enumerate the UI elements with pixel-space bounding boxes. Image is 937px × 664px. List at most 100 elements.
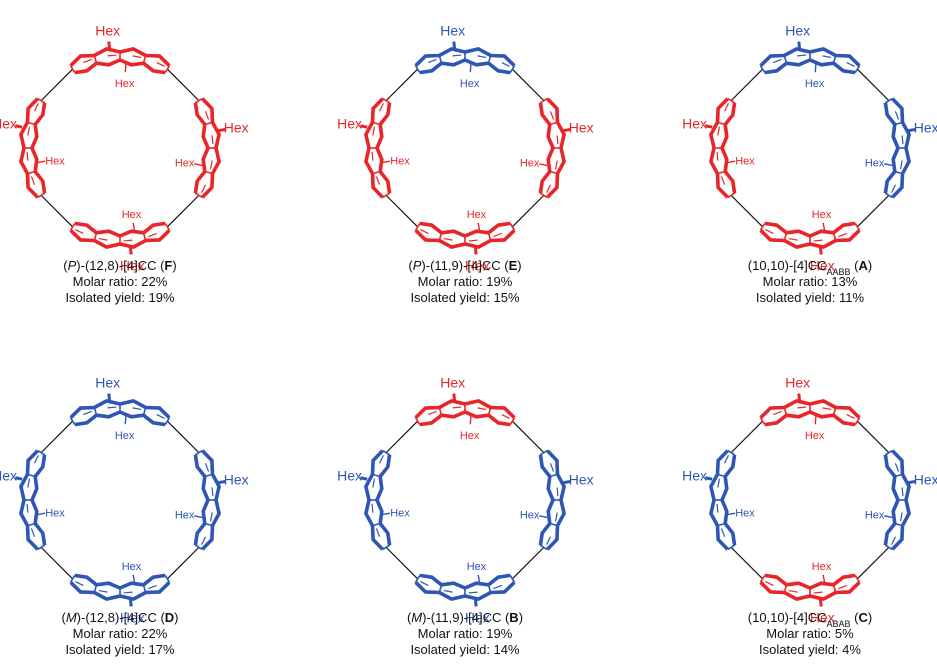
- hex-label: Hex: [682, 116, 707, 132]
- double-bond: [846, 414, 855, 419]
- double-bond: [201, 536, 206, 545]
- double-bond: [123, 239, 133, 242]
- compound-code: A: [858, 258, 868, 273]
- ring-bond: [540, 449, 548, 456]
- linker-bond: [856, 68, 890, 102]
- double-bond: [452, 406, 462, 409]
- ring-bond: [37, 192, 45, 199]
- molar-ratio: Molar ratio: 5%: [766, 626, 854, 641]
- double-bond: [554, 160, 558, 170]
- ring-bond: [27, 121, 36, 126]
- hex-bond: [132, 574, 136, 583]
- hex-bond: [469, 416, 472, 425]
- double-bond: [716, 151, 719, 161]
- hex-label: Hex: [175, 510, 195, 522]
- ring-bond: [854, 575, 861, 583]
- double-bond: [477, 55, 487, 59]
- inner-ring-edge: [764, 573, 856, 590]
- double-bond: [132, 55, 142, 59]
- molecule-E: HexHexHexHexHexHexHexHex(P)-(11,9)-[4]CC…: [337, 23, 594, 305]
- inner-ring-edge: [419, 410, 511, 427]
- chirality-descriptor: P: [413, 258, 422, 273]
- double-bond: [901, 487, 904, 497]
- hex-label: Hex: [0, 468, 17, 484]
- double-bond: [554, 512, 558, 522]
- hex-bond: [818, 247, 823, 255]
- ring-bond: [717, 170, 726, 175]
- compound-name: (10,10)-[4]CCAABB (A): [748, 258, 872, 277]
- hex-label: Hex: [175, 158, 195, 170]
- ring-bond: [382, 544, 390, 551]
- double-bond: [379, 455, 384, 464]
- hex-label: Hex: [337, 116, 362, 132]
- hex-bond: [908, 479, 916, 485]
- inner-ring-edge: [74, 410, 166, 427]
- linker-bond: [40, 546, 74, 580]
- inner-ring-edge: [74, 573, 166, 590]
- double-bond: [428, 58, 437, 64]
- hex-bond: [884, 163, 893, 167]
- hex-bond: [705, 124, 713, 129]
- ring-bond: [142, 584, 147, 593]
- double-bond: [209, 160, 213, 170]
- inner-ring-edge: [30, 454, 47, 546]
- double-bond: [846, 62, 855, 67]
- double-bond: [204, 463, 210, 472]
- ring-bond: [164, 65, 171, 73]
- double-bond: [443, 589, 453, 593]
- hex-label: Hex: [95, 23, 120, 39]
- double-bond: [717, 478, 721, 488]
- hex-bond: [563, 479, 571, 485]
- hex-label: Hex: [865, 158, 885, 170]
- ring-bond: [549, 473, 558, 478]
- inner-ring-edge: [375, 454, 392, 546]
- ring-bond: [509, 575, 516, 583]
- hex-label: Hex: [337, 468, 362, 484]
- hex-bond: [382, 512, 391, 516]
- inner-ring-edge: [720, 102, 737, 194]
- double-bond: [148, 584, 157, 590]
- ring-bond: [509, 65, 516, 73]
- double-bond: [27, 478, 31, 488]
- hex-bond: [822, 222, 826, 231]
- hex-label: Hex: [812, 209, 832, 221]
- hex-bond: [37, 160, 46, 164]
- ring-bond: [69, 417, 76, 425]
- pattern-subscript: AABB: [827, 267, 851, 277]
- linker-bond: [166, 68, 200, 102]
- inner-ring-edge: [538, 102, 555, 194]
- hex-bond: [797, 41, 802, 49]
- hex-bond: [539, 515, 548, 519]
- hex-label: Hex: [569, 472, 594, 488]
- double-bond: [716, 503, 719, 513]
- hex-label: Hex: [115, 78, 135, 90]
- inner-ring-edge: [419, 573, 511, 590]
- linker-bond: [166, 420, 200, 454]
- ring-bond: [487, 584, 492, 593]
- pattern-subscript: ABAB: [827, 619, 851, 629]
- hex-label: Hex: [224, 120, 249, 136]
- hex-bond: [124, 64, 127, 73]
- ring-bond: [37, 544, 45, 551]
- hex-bond: [818, 599, 823, 607]
- double-bond: [132, 407, 142, 411]
- ring-bond: [549, 170, 558, 175]
- inner-ring-edge: [193, 454, 210, 546]
- hex-label: Hex: [460, 78, 480, 90]
- ring-bond: [727, 97, 735, 104]
- compound-code: C: [858, 610, 868, 625]
- linker-bond: [166, 194, 200, 228]
- ring-bond: [549, 121, 558, 126]
- double-bond: [98, 589, 108, 593]
- double-bond: [98, 237, 108, 241]
- ring-bond: [759, 417, 766, 425]
- ring-bond: [854, 65, 861, 73]
- hex-bond: [194, 163, 203, 167]
- chirality-descriptor: P: [68, 258, 77, 273]
